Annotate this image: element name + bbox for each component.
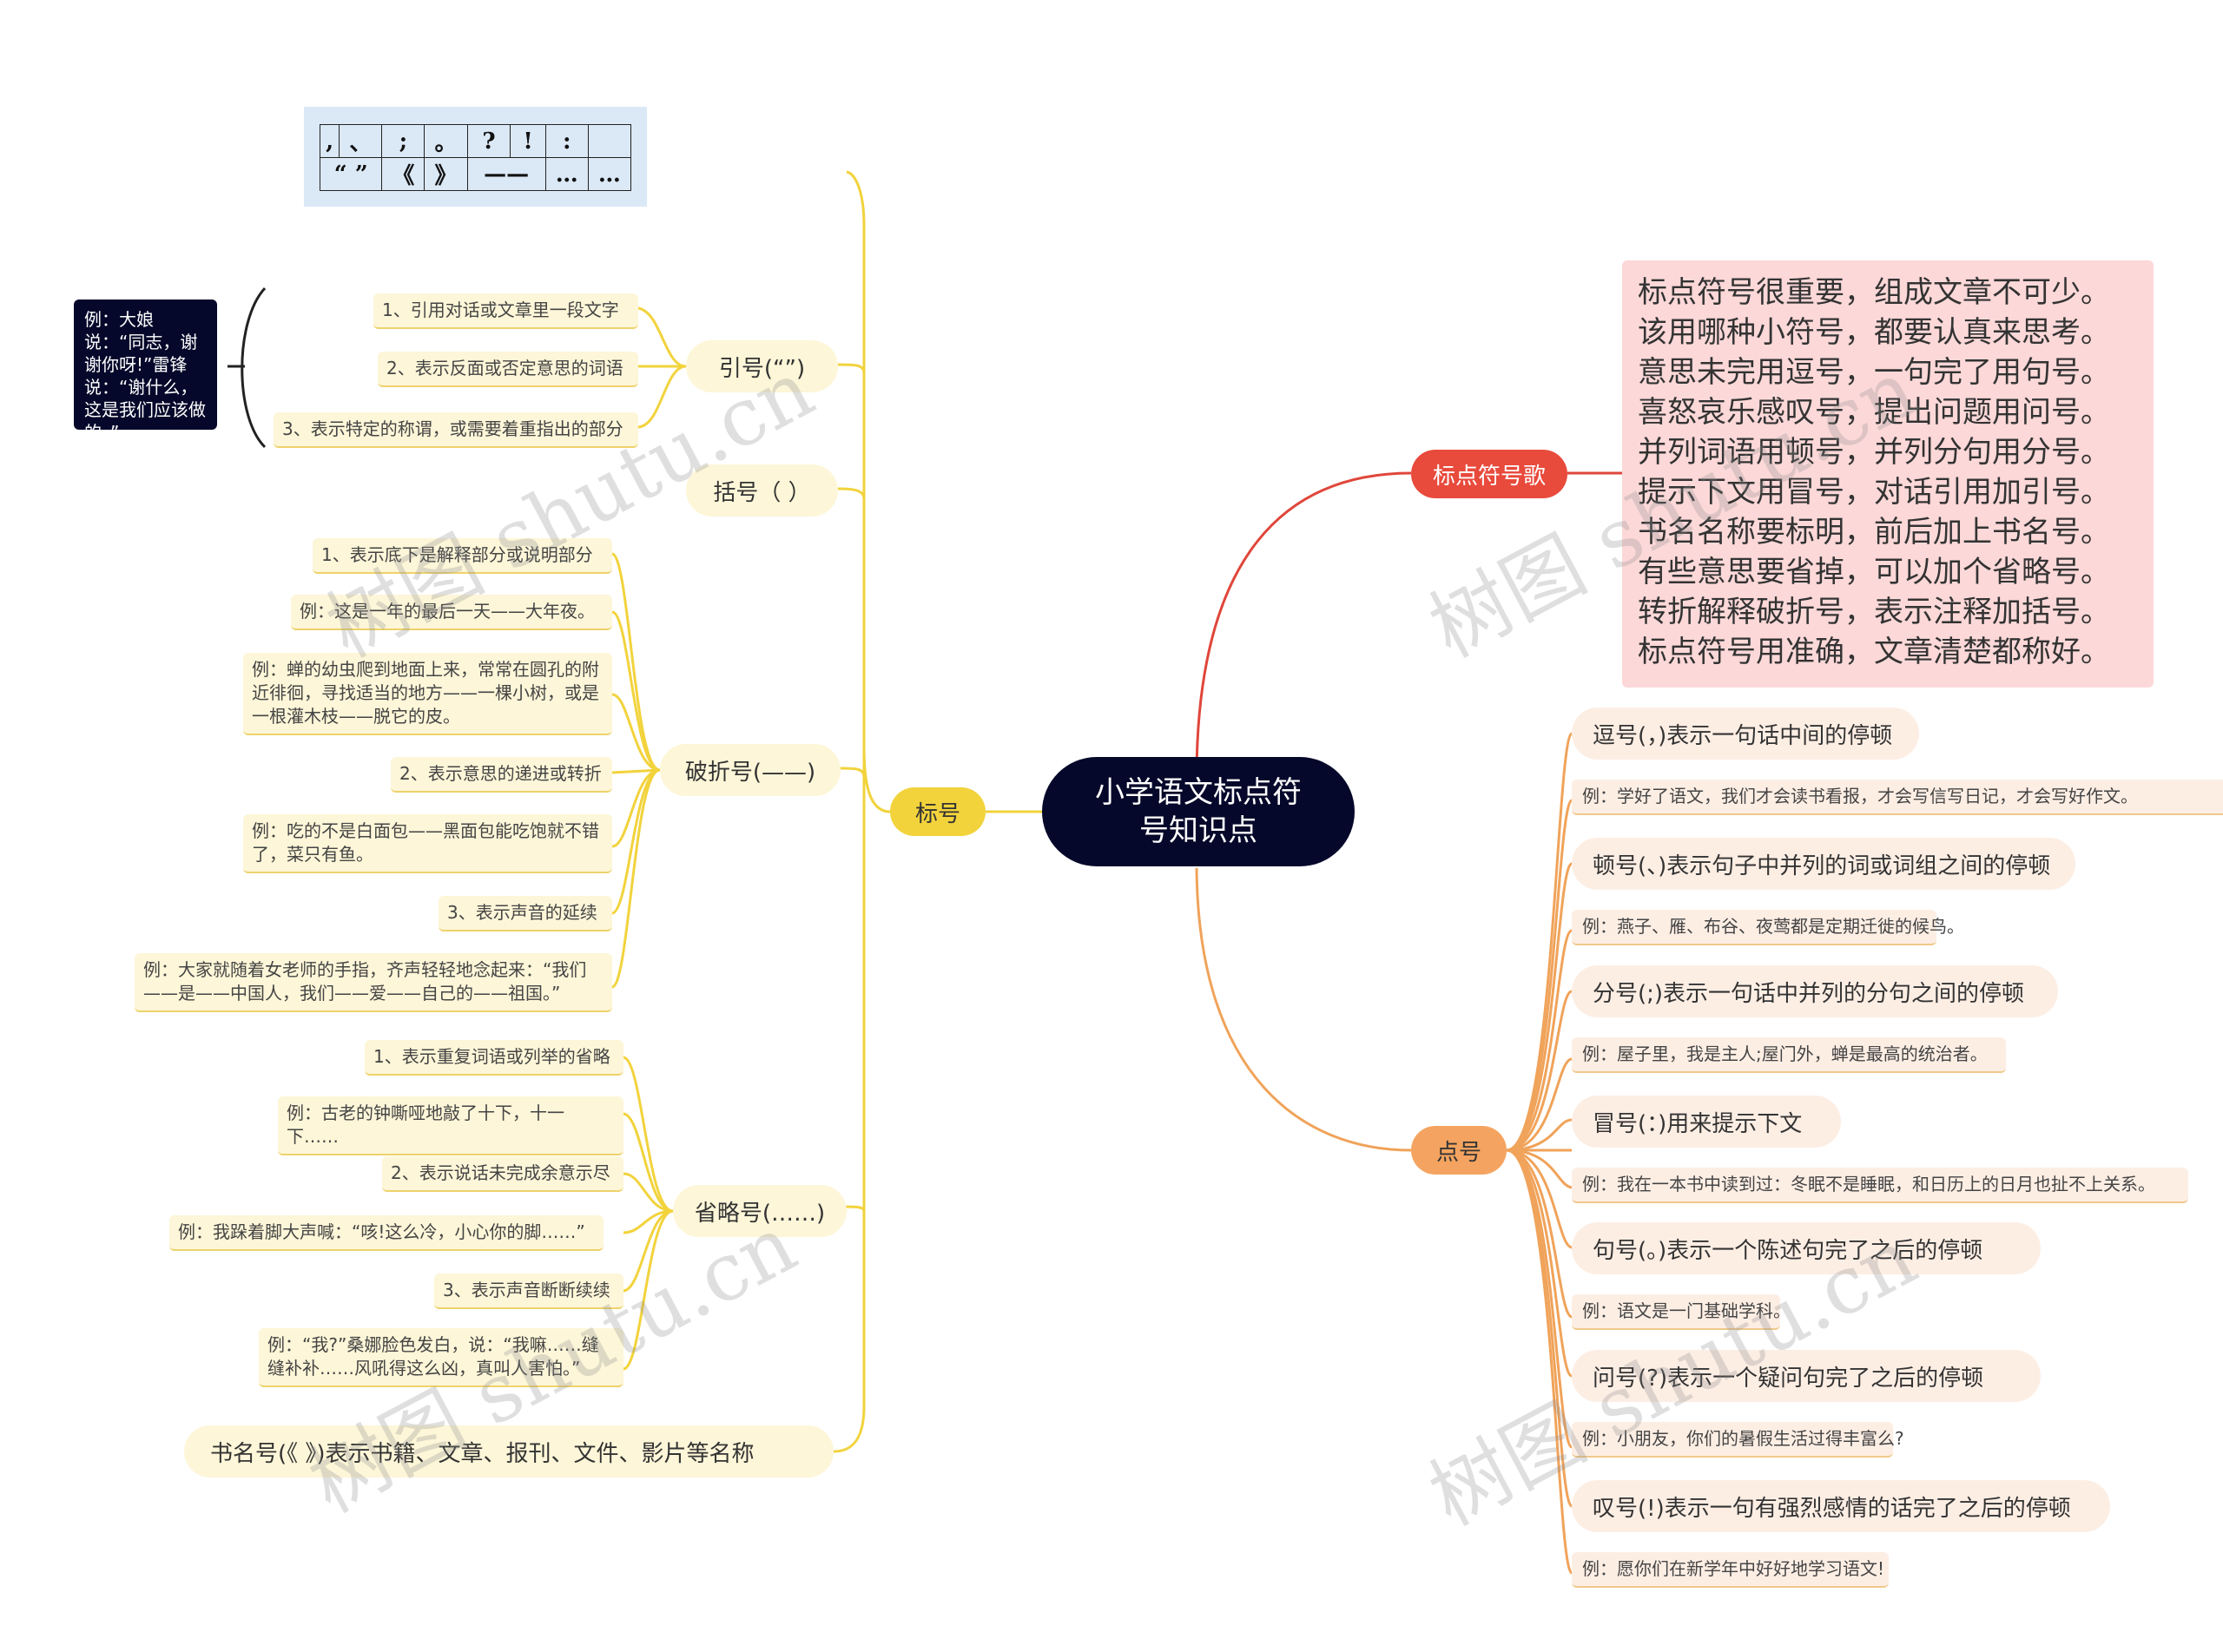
quote-bracket xyxy=(241,286,267,449)
symbol-cell xyxy=(587,124,632,158)
connector-biaohao-trunk xyxy=(846,170,891,813)
ellipsis-item-1[interactable]: 1、表示重复词语或列举的省略 xyxy=(365,1040,623,1076)
dash-item-5[interactable]: 例：吃的不是白面包——黑面包能吃饱就不错了，菜只有鱼。 xyxy=(243,814,612,873)
branch-song[interactable]: 标点符号歌 xyxy=(1411,450,1567,498)
quote-item-1[interactable]: 1、引用对话或文章里一段文字 xyxy=(373,293,638,329)
quote-example[interactable]: 例：大娘说：“同志，谢谢你呀!”雷锋说：“谢什么，这是我们应该做的。” xyxy=(74,299,217,443)
dianhao-example[interactable]: 例：我在一本书中读到过：冬眠不是睡眠，和日历上的日月也扯不上关系。 xyxy=(1572,1168,2188,1203)
ellipsis-node[interactable]: 省略号(……) xyxy=(673,1185,847,1237)
symbol-cell: ! xyxy=(510,124,546,158)
symbol-cell: —— xyxy=(466,157,546,191)
dianhao-example[interactable]: 例：小朋友，你们的暑假生活过得丰富么? xyxy=(1572,1422,1904,1458)
dianhao-rule[interactable]: 冒号(：)用来提示下文 xyxy=(1572,1096,1841,1148)
connector-root-song xyxy=(1195,471,1412,773)
symbol-cell: , xyxy=(319,124,340,158)
dash-item-3[interactable]: 例：蝉的幼虫爬到地面上来，常常在圆孔的附近徘徊，寻找适当的地方——一棵小树，或是… xyxy=(243,653,612,735)
song-line: 书名名称要标明，前后加上书名号。 xyxy=(1638,515,2110,550)
ellipsis-item-3[interactable]: 2、表示说话未完成余意示尽 xyxy=(382,1156,623,1192)
symbol-cell: … xyxy=(587,157,632,191)
dash-item-1[interactable]: 1、表示底下是解释部分或说明部分 xyxy=(313,538,612,574)
dianhao-example[interactable]: 例：屋子里，我是主人;屋门外，蝉是最高的统治者。 xyxy=(1572,1037,2006,1073)
symbol-cell: ? xyxy=(466,124,511,158)
dianhao-example[interactable]: 例：愿你们在新学年中好好地学习语文! xyxy=(1572,1552,1889,1588)
symbol-cell: 》 xyxy=(424,157,468,191)
dianhao-rule[interactable]: 分号(;)表示一句话中并列的分句之间的停顿 xyxy=(1572,965,2058,1017)
song-line: 意思未完用逗号，一句完了用句号。 xyxy=(1638,355,2110,390)
branch-dianhao[interactable]: 点号 xyxy=(1411,1126,1507,1175)
dash-item-7[interactable]: 例：大家就随着女老师的手指，齐声轻轻地念起来：“我们——是——中国人，我们——爱… xyxy=(135,953,612,1012)
bracket-node[interactable]: 括号（ ） xyxy=(686,464,838,517)
ellipsis-item-6[interactable]: 例：“我?”桑娜脸色发白，说：“我嘛……缝缝补补……风吼得这么凶，真叫人害怕。” xyxy=(259,1328,623,1387)
symbol-cell: : xyxy=(544,124,589,158)
root-node[interactable]: 小学语文标点符号知识点 xyxy=(1042,757,1355,866)
dianhao-rule[interactable]: 顿号(、)表示句子中并列的词或词组之间的停顿 xyxy=(1572,838,2075,890)
song-box: 标点符号很重要，组成文章不可少。该用哪种小符号，都要认真来思考。意思未完用逗号，… xyxy=(1622,260,2154,688)
symbol-cell: 。 xyxy=(424,124,468,158)
root-title: 小学语文标点符号知识点 xyxy=(1095,775,1302,848)
quote-item-2[interactable]: 2、表示反面或否定意思的词语 xyxy=(378,352,638,387)
dianhao-example[interactable]: 例：学好了语文，我们才会读书看报，才会写信写日记，才会写好作文。 xyxy=(1572,780,2223,815)
dianhao-rule[interactable]: 逗号(，)表示一句话中间的停顿 xyxy=(1572,708,1919,760)
quote-node[interactable]: 引号(“”) xyxy=(686,340,838,392)
symbol-cell: … xyxy=(544,157,589,191)
song-line: 喜怒哀乐感叹号，提出问题用问号。 xyxy=(1638,395,2110,430)
dash-item-6[interactable]: 3、表示声音的延续 xyxy=(439,896,612,931)
book-node[interactable]: 书名号(《 》)表示书籍、文章、报刊、文件、影片等名称 xyxy=(184,1425,834,1478)
symbol-table: ,、;。?!: “ ”《》——…… xyxy=(319,124,632,191)
symbol-grid: ,、;。?!: “ ”《》——…… xyxy=(304,107,647,207)
dianhao-example[interactable]: 例：语文是一门基础学科。 xyxy=(1572,1294,1791,1330)
song-line: 转折解释破折号，表示注释加括号。 xyxy=(1638,595,2110,629)
dash-node[interactable]: 破折号(——) xyxy=(660,744,841,796)
dianhao-rule[interactable]: 句号(。)表示一个陈述句完了之后的停顿 xyxy=(1572,1222,2041,1274)
dianhao-example[interactable]: 例：燕子、雁、布谷、夜莺都是定期迁徙的候鸟。 xyxy=(1572,910,1964,945)
ellipsis-item-4[interactable]: 例：我跺着脚大声喊：“咳!这么冷，小心你的脚……” xyxy=(169,1215,604,1251)
song-line: 标点符号很重要，组成文章不可少。 xyxy=(1638,275,2110,310)
ellipsis-item-2[interactable]: 例：古老的钟嘶哑地敲了十下，十一下…… xyxy=(278,1096,623,1155)
dianhao-rule[interactable]: 问号(?)表示一个疑问句完了之后的停顿 xyxy=(1572,1350,2041,1402)
song-line: 提示下文用冒号，对话引用加引号。 xyxy=(1638,475,2110,510)
symbol-cell: 、 xyxy=(339,124,383,158)
symbol-cell: 《 xyxy=(381,157,425,191)
song-line: 有些意思要省掉，可以加个省略号。 xyxy=(1638,555,2110,589)
song-line: 该用哪种小符号，都要认真来思考。 xyxy=(1638,315,2110,350)
dash-item-2[interactable]: 例：这是一年的最后一天——大年夜。 xyxy=(291,595,612,630)
ellipsis-item-5[interactable]: 3、表示声音断断续续 xyxy=(434,1274,623,1309)
branch-biaohao[interactable]: 标号 xyxy=(890,787,986,836)
symbol-cell: ; xyxy=(381,124,425,158)
dianhao-rule[interactable]: 叹号(!)表示一句有强烈感情的话完了之后的停顿 xyxy=(1572,1480,2110,1532)
song-line: 并列词语用顿号，并列分句用分号。 xyxy=(1638,435,2110,470)
connector-root-dianhao xyxy=(1195,867,1412,1152)
song-line: 标点符号用准确，文章清楚都称好。 xyxy=(1638,635,2110,669)
dash-item-4[interactable]: 2、表示意思的递进或转折 xyxy=(391,757,612,793)
song-lines: 标点符号很重要，组成文章不可少。该用哪种小符号，都要认真来思考。意思未完用逗号，… xyxy=(1638,273,2138,672)
quote-item-3[interactable]: 3、表示特定的称谓，或需要着重指出的部分 xyxy=(274,412,638,448)
symbol-cell: “ ” xyxy=(319,157,383,191)
